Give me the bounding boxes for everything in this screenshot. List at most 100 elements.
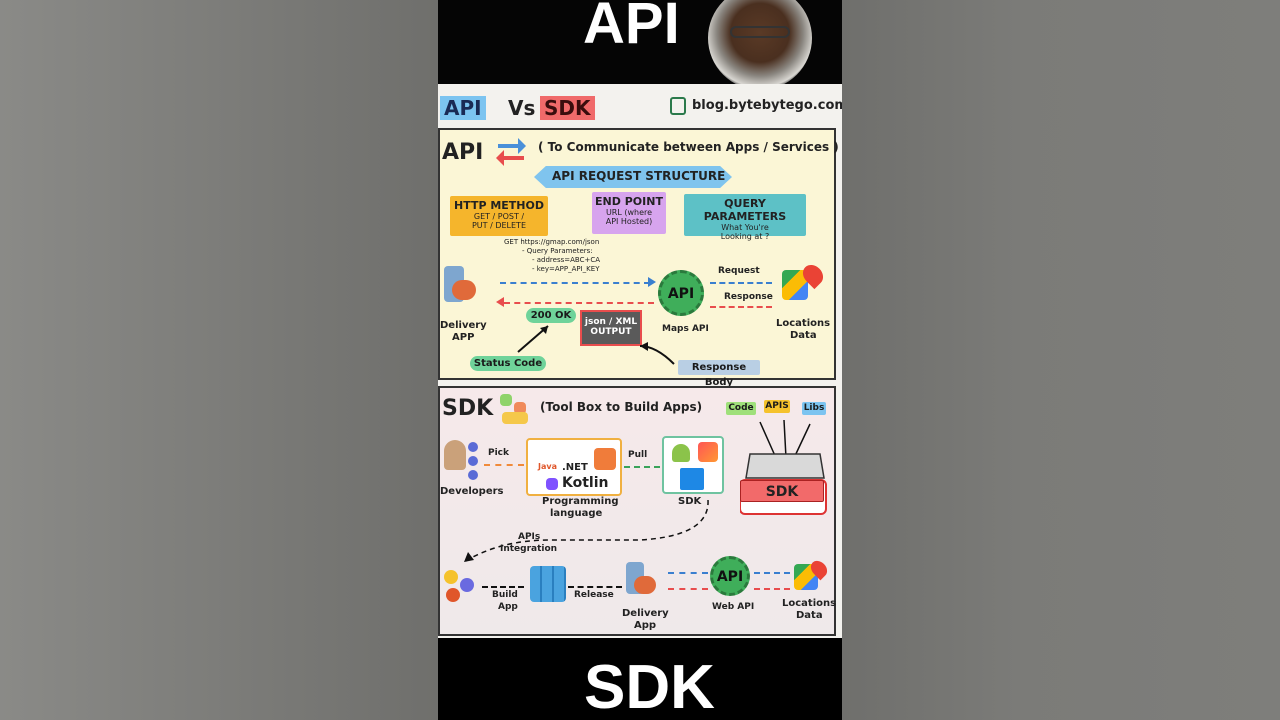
delivery-app-label-2: APP: [452, 332, 475, 343]
top-caption: API: [583, 0, 680, 56]
http-method-box: HTTP METHOD GET / POST / PUT / DELETE: [450, 196, 548, 236]
sdk-toolbox-icon: [740, 419, 827, 515]
kotlin-label: Kotlin: [562, 475, 609, 491]
maps-api-gear-label: API: [667, 286, 695, 302]
request-snippet-line3: - address=ABC+CA: [532, 256, 601, 264]
maps-api-label: Maps API: [662, 324, 709, 334]
api-structure-banner: [534, 166, 732, 188]
api-subtitle: ( To Communicate between Apps / Services…: [538, 140, 839, 154]
bottom-caption-bar: SDK: [438, 638, 842, 720]
top-caption-bar: API: [438, 0, 842, 90]
bytebytego-logo-icon: [670, 97, 686, 115]
end-point-box: END POINT URL (where API Hosted): [592, 192, 666, 234]
node-icon-3: [468, 470, 478, 480]
scooter-icon: [452, 280, 476, 300]
http-method-title: HTTP METHOD: [453, 199, 544, 212]
web-api-gear-icon: API: [710, 556, 750, 596]
pick-label: Pick: [488, 448, 510, 458]
locations-data-label-1: Locations: [776, 318, 831, 329]
web-response-arrow-2: [754, 588, 790, 590]
output-box: json / XML OUTPUT: [580, 310, 642, 346]
swift-icon: [594, 448, 616, 470]
toolbox-blocks-icon-2: [514, 402, 526, 414]
release-arrow: [568, 586, 622, 588]
query-params-line1: What You're: [721, 223, 769, 232]
app-blocks-icon: [530, 566, 566, 602]
request-label: Request: [718, 266, 760, 276]
blurred-background-left: [0, 0, 438, 720]
chip-code: Code: [726, 402, 756, 415]
sdk-locations-data-label-1: Locations: [782, 598, 837, 609]
sdk-platforms-box: [662, 436, 724, 494]
delivery-app-label-1: Delivery: [440, 320, 487, 331]
sdk-toolbox-label: SDK: [765, 484, 799, 500]
response-arrow-left: [504, 302, 654, 304]
http-method-line1: GET / POST /: [473, 212, 525, 221]
status-ok-badge: 200 OK: [526, 308, 576, 323]
programming-languages-box: Java .NET Kotlin: [526, 438, 622, 496]
request-snippet: GET https://gmap.com/json - Query Parame…: [504, 238, 622, 278]
request-snippet-line1: GET https://gmap.com/json: [504, 238, 600, 246]
programming-language-label-2: language: [550, 508, 603, 519]
request-snippet-line4: - key=APP_API_KEY: [532, 265, 600, 273]
glasses-icon: [730, 26, 790, 38]
build-app-label-2: App: [498, 602, 518, 612]
release-label: Release: [574, 590, 614, 600]
output-box-line1: json / XML: [584, 317, 638, 327]
api-tag: API: [440, 96, 486, 120]
infographic-header: API Vs SDK blog.bytebytego.com: [438, 84, 842, 128]
query-params-box: QUERY PARAMETERS What You're Looking at …: [684, 194, 806, 241]
java-label: Java: [538, 462, 557, 471]
http-method-line2: PUT / DELETE: [471, 221, 526, 230]
web-api-label: Web API: [712, 602, 755, 612]
sdk-tag: SDK: [540, 96, 595, 120]
web-request-arrow-2: [754, 572, 790, 574]
blurred-background-right: [842, 0, 1280, 720]
integration-arrow-icon: [463, 499, 709, 563]
sdk-delivery-app-label-1: Delivery: [622, 608, 669, 619]
android-icon: [672, 444, 690, 462]
maps-api-gear-icon: API: [658, 270, 704, 316]
build-arrow: [482, 586, 524, 588]
pick-arrow: [484, 464, 524, 466]
sdk-title: SDK: [442, 396, 494, 421]
output-box-line2: OUTPUT: [590, 327, 632, 337]
presenter-avatar: [708, 0, 812, 90]
gear-icon-2: [460, 578, 474, 592]
query-params-line2: Looking at ?: [720, 232, 770, 241]
net-label: .NET: [562, 462, 588, 473]
windows-icon: [680, 468, 704, 490]
kotlin-icon: [546, 478, 558, 490]
bottom-caption: SDK: [584, 653, 715, 720]
query-params-title: QUERY PARAMETERS: [703, 197, 787, 223]
request-snippet-line2: - Query Parameters:: [522, 247, 593, 255]
sdk-delivery-app-label-2: App: [634, 620, 657, 631]
web-request-arrow: [668, 572, 708, 574]
pull-arrow: [624, 466, 660, 468]
toolbox-blocks-icon: [500, 394, 512, 406]
end-point-line1: URL (where: [605, 208, 653, 217]
node-icon: [468, 442, 478, 452]
request-arrow-right: [710, 282, 772, 284]
web-api-gear-label: API: [716, 569, 744, 585]
toolbox-blocks-icon-3: [502, 412, 528, 424]
video-frame[interactable]: API API Vs SDK blog.bytebytego.com API (…: [438, 0, 842, 720]
gear-icon-3: [446, 588, 460, 602]
pull-label: Pull: [628, 450, 648, 460]
response-arrowhead: [496, 297, 504, 307]
response-body-pointer-icon: [639, 342, 675, 365]
end-point-title: END POINT: [595, 195, 663, 208]
sdk-label: SDK: [678, 496, 702, 507]
apis-integration-label-2: Integration: [500, 544, 558, 554]
api-panel: API ( To Communicate between Apps / Serv…: [438, 128, 839, 388]
request-arrowhead: [648, 277, 656, 287]
apis-integration-label-1: APIs: [518, 532, 541, 542]
build-app-label-1: Build: [492, 590, 518, 600]
sdk-subtitle: (Tool Box to Build Apps): [540, 400, 703, 414]
infographic: API Vs SDK blog.bytebytego.com API ( To …: [438, 84, 842, 638]
response-body-label: Response Body: [678, 360, 760, 388]
node-icon-2: [468, 456, 478, 466]
web-response-arrow: [668, 588, 708, 590]
response-arrow-right: [710, 306, 772, 308]
vs-text: Vs: [508, 96, 536, 120]
